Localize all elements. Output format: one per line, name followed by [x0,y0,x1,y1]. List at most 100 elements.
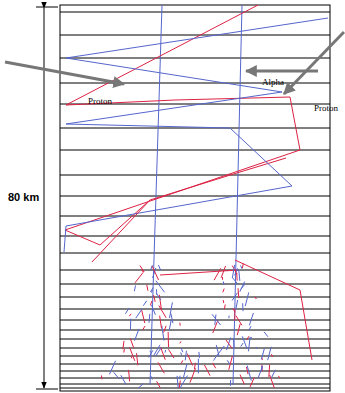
height-arrow [44,8,45,388]
shower-stroke [129,370,130,382]
shower-stroke [190,368,196,382]
shower-stroke [223,289,224,293]
shower-stroke [142,310,145,323]
shower-stroke [162,326,164,341]
shower-stroke [168,349,174,358]
shower-stroke [255,297,256,299]
layer-line [60,330,330,331]
shower-stroke [223,281,225,285]
shower-stroke [121,375,126,385]
particle-label: Proton [88,97,112,106]
shower-stroke [241,284,245,289]
shower-stroke [154,345,160,355]
particle-label: Proton [314,104,338,113]
shower-stroke [239,270,240,281]
shower-stroke [224,305,226,310]
shower-stroke [237,288,239,298]
shower-stroke [181,360,183,363]
shower-stroke [150,288,153,292]
shower-stroke [228,316,229,319]
shower-stroke [149,350,153,357]
atmosphere-layers [60,12,330,388]
shower-stroke [151,265,153,270]
shower-stroke [236,316,242,326]
red-track [160,270,238,275]
layer-line [60,128,330,129]
shower-stroke [187,354,192,366]
shower-stroke [143,326,146,330]
shower-stroke [123,349,125,353]
shower-stroke [240,375,244,385]
shower-stroke [242,303,243,311]
red-track [235,260,312,360]
shower-stroke [143,301,147,306]
shower-stroke [213,363,216,368]
shower-stroke [194,363,195,369]
shower-stroke [236,273,237,281]
shower-stroke [130,339,133,349]
shower-stroke [179,376,180,380]
shower-stroke [256,347,257,349]
shower-stroke [158,362,164,373]
shower-stroke [232,293,238,301]
shower-stroke [130,319,131,330]
shower-stroke [247,336,249,340]
shower-stroke [272,370,276,378]
layer-line [60,339,330,340]
shower-stroke [123,341,124,349]
layer-line [60,175,330,176]
shower-stroke [159,306,166,318]
shower-stroke [156,289,157,294]
shower-stroke [245,292,249,306]
shower-stroke [147,285,148,291]
shower-stroke [171,314,173,324]
shower-stroke [164,326,166,333]
layer-line [60,83,330,84]
shower-stroke [214,268,221,280]
shower-stroke [242,336,247,348]
layer-line [60,356,330,357]
shower-stroke [233,338,235,348]
shower-stroke [232,265,234,278]
layer-line [60,196,330,197]
shower-stroke [183,364,187,378]
shower-stroke [278,376,280,378]
shower-stroke [236,300,238,310]
shower-stroke [137,353,138,365]
shower-stroke [157,381,161,388]
shower-stroke [185,351,186,361]
shower-stroke [154,295,156,302]
shower-stroke [264,332,268,337]
shower-stroke [247,366,251,381]
shower-stroke [109,361,115,375]
shower-stroke [180,353,182,356]
shower-stroke [169,302,172,318]
shower-stroke [179,323,180,326]
shower-stroke [240,282,245,292]
height-tick [36,389,58,390]
shower-stroke [168,332,169,347]
shower-stroke [221,266,225,278]
shower-stroke [101,376,103,380]
shower-stroke [230,380,231,386]
shower-stroke [222,277,223,280]
shower-stroke [181,348,183,352]
shower-stroke [232,277,238,284]
shower-stroke [131,356,133,358]
shower-stroke [125,308,128,314]
shower-stroke [180,341,181,343]
shower-stroke [150,351,151,353]
layer-line [60,320,330,321]
layer-line [60,150,330,151]
shower-stroke [262,348,265,359]
layer-line [60,297,330,298]
shower-stroke [140,265,144,272]
shower-stroke [114,372,120,379]
shower-stroke [249,313,253,325]
shower-stroke [227,360,230,364]
shower-stroke [165,350,167,353]
shower-stroke [129,314,131,316]
shower-stroke [198,359,199,374]
layer-line [60,384,330,385]
